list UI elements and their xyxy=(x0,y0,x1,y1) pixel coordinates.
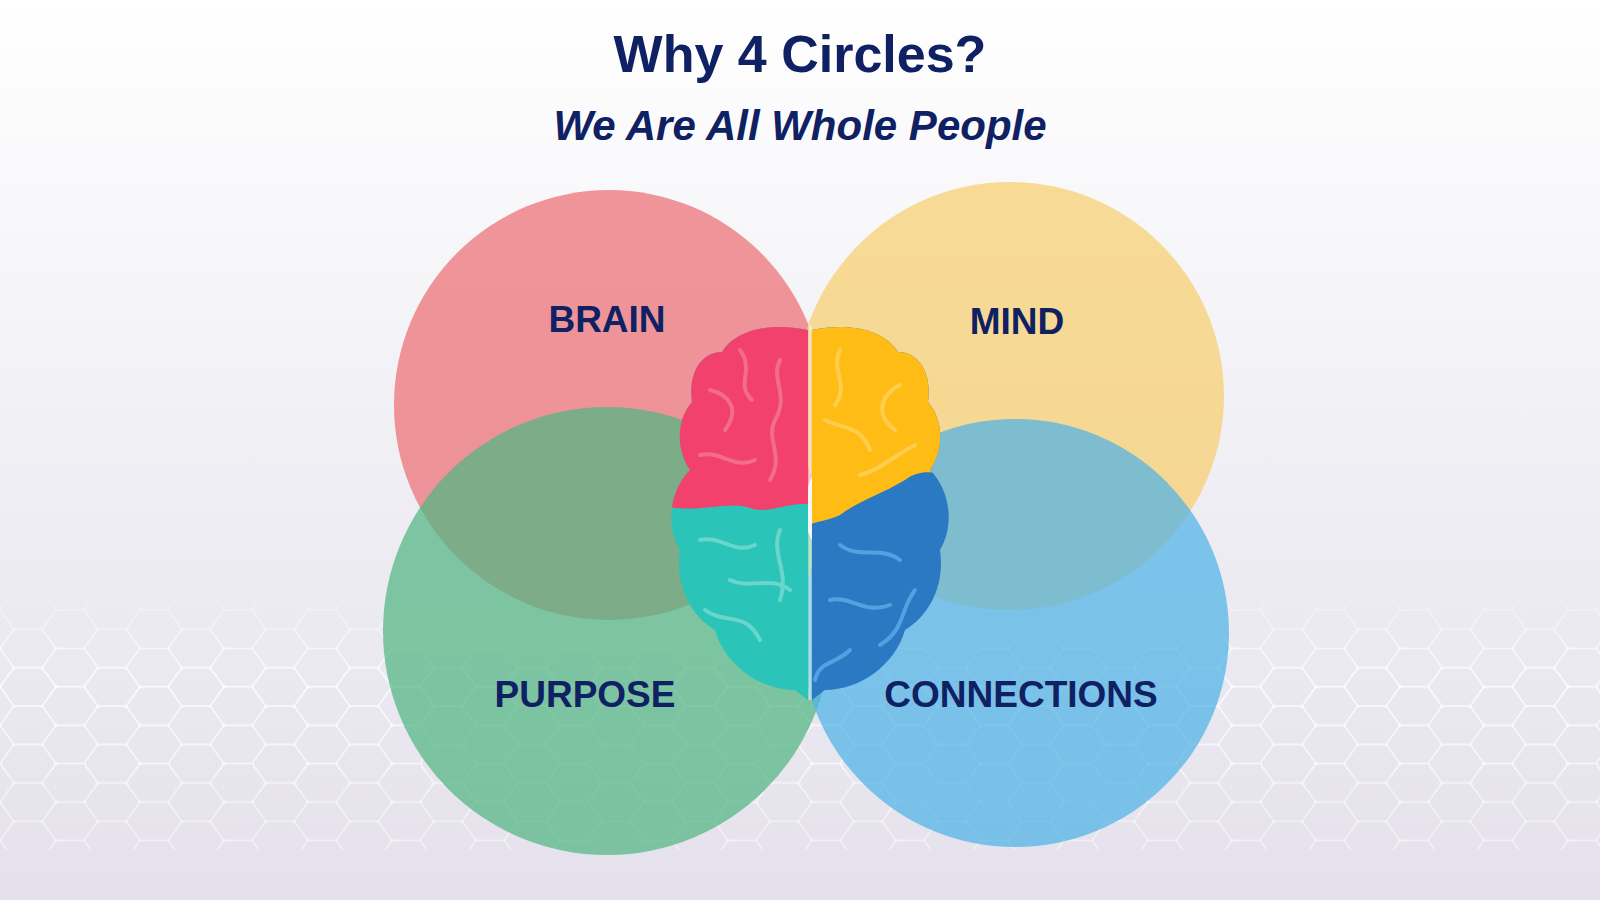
circle-label: BRAIN xyxy=(548,299,665,341)
circle-node: PURPOSE xyxy=(383,407,831,855)
title: Why 4 Circles? xyxy=(0,24,1600,84)
circle-label: CONNECTIONS xyxy=(884,674,1157,716)
subtitle: We Are All Whole People xyxy=(0,102,1600,150)
circle-shape xyxy=(801,419,1229,847)
circle-label: MIND xyxy=(970,301,1065,343)
circle-shape xyxy=(383,407,831,855)
circle-node: CONNECTIONS xyxy=(801,419,1229,847)
circle-label: PURPOSE xyxy=(495,674,676,716)
